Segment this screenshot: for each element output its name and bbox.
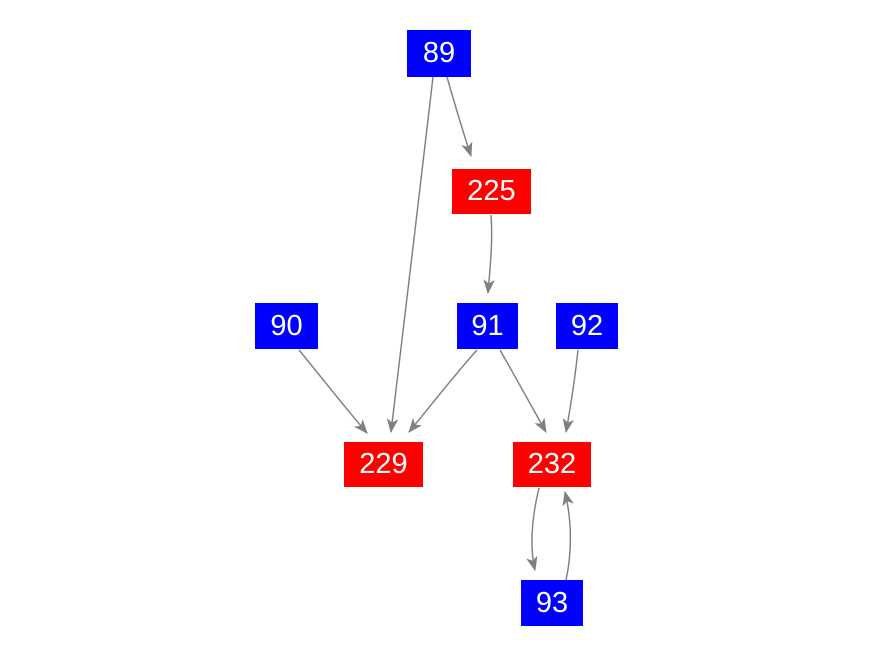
graph-node-93[interactable]: 93	[521, 580, 583, 626]
graph-node-label: 90	[270, 309, 303, 342]
edge-90-229	[298, 349, 368, 434]
edge-89-229	[386, 76, 434, 434]
edge-92-232	[562, 349, 579, 434]
edge-89-225	[446, 76, 473, 158]
graph-node-229[interactable]: 229	[344, 442, 423, 487]
graph-node-label: 229	[359, 448, 408, 480]
graph-node-91[interactable]: 91	[457, 303, 518, 349]
edge-91-229	[408, 349, 478, 433]
edge-93-232	[562, 490, 574, 581]
graph-node-232[interactable]: 232	[513, 442, 591, 487]
graph-node-label: 225	[467, 175, 516, 207]
graph-node-92[interactable]: 92	[556, 303, 618, 349]
edge-225-91	[483, 214, 495, 295]
graph-node-90[interactable]: 90	[255, 303, 318, 349]
graph-node-225[interactable]: 225	[452, 169, 531, 214]
graph-node-label: 92	[570, 309, 604, 342]
graph-node-label: 232	[527, 448, 577, 480]
edge-91-232	[499, 349, 547, 434]
graph-node-89[interactable]: 89	[407, 30, 471, 77]
graph-node-label: 89	[422, 37, 456, 69]
graph-node-label: 93	[535, 586, 569, 619]
edge-232-93	[526, 487, 540, 572]
graph-node-label: 91	[471, 309, 504, 342]
